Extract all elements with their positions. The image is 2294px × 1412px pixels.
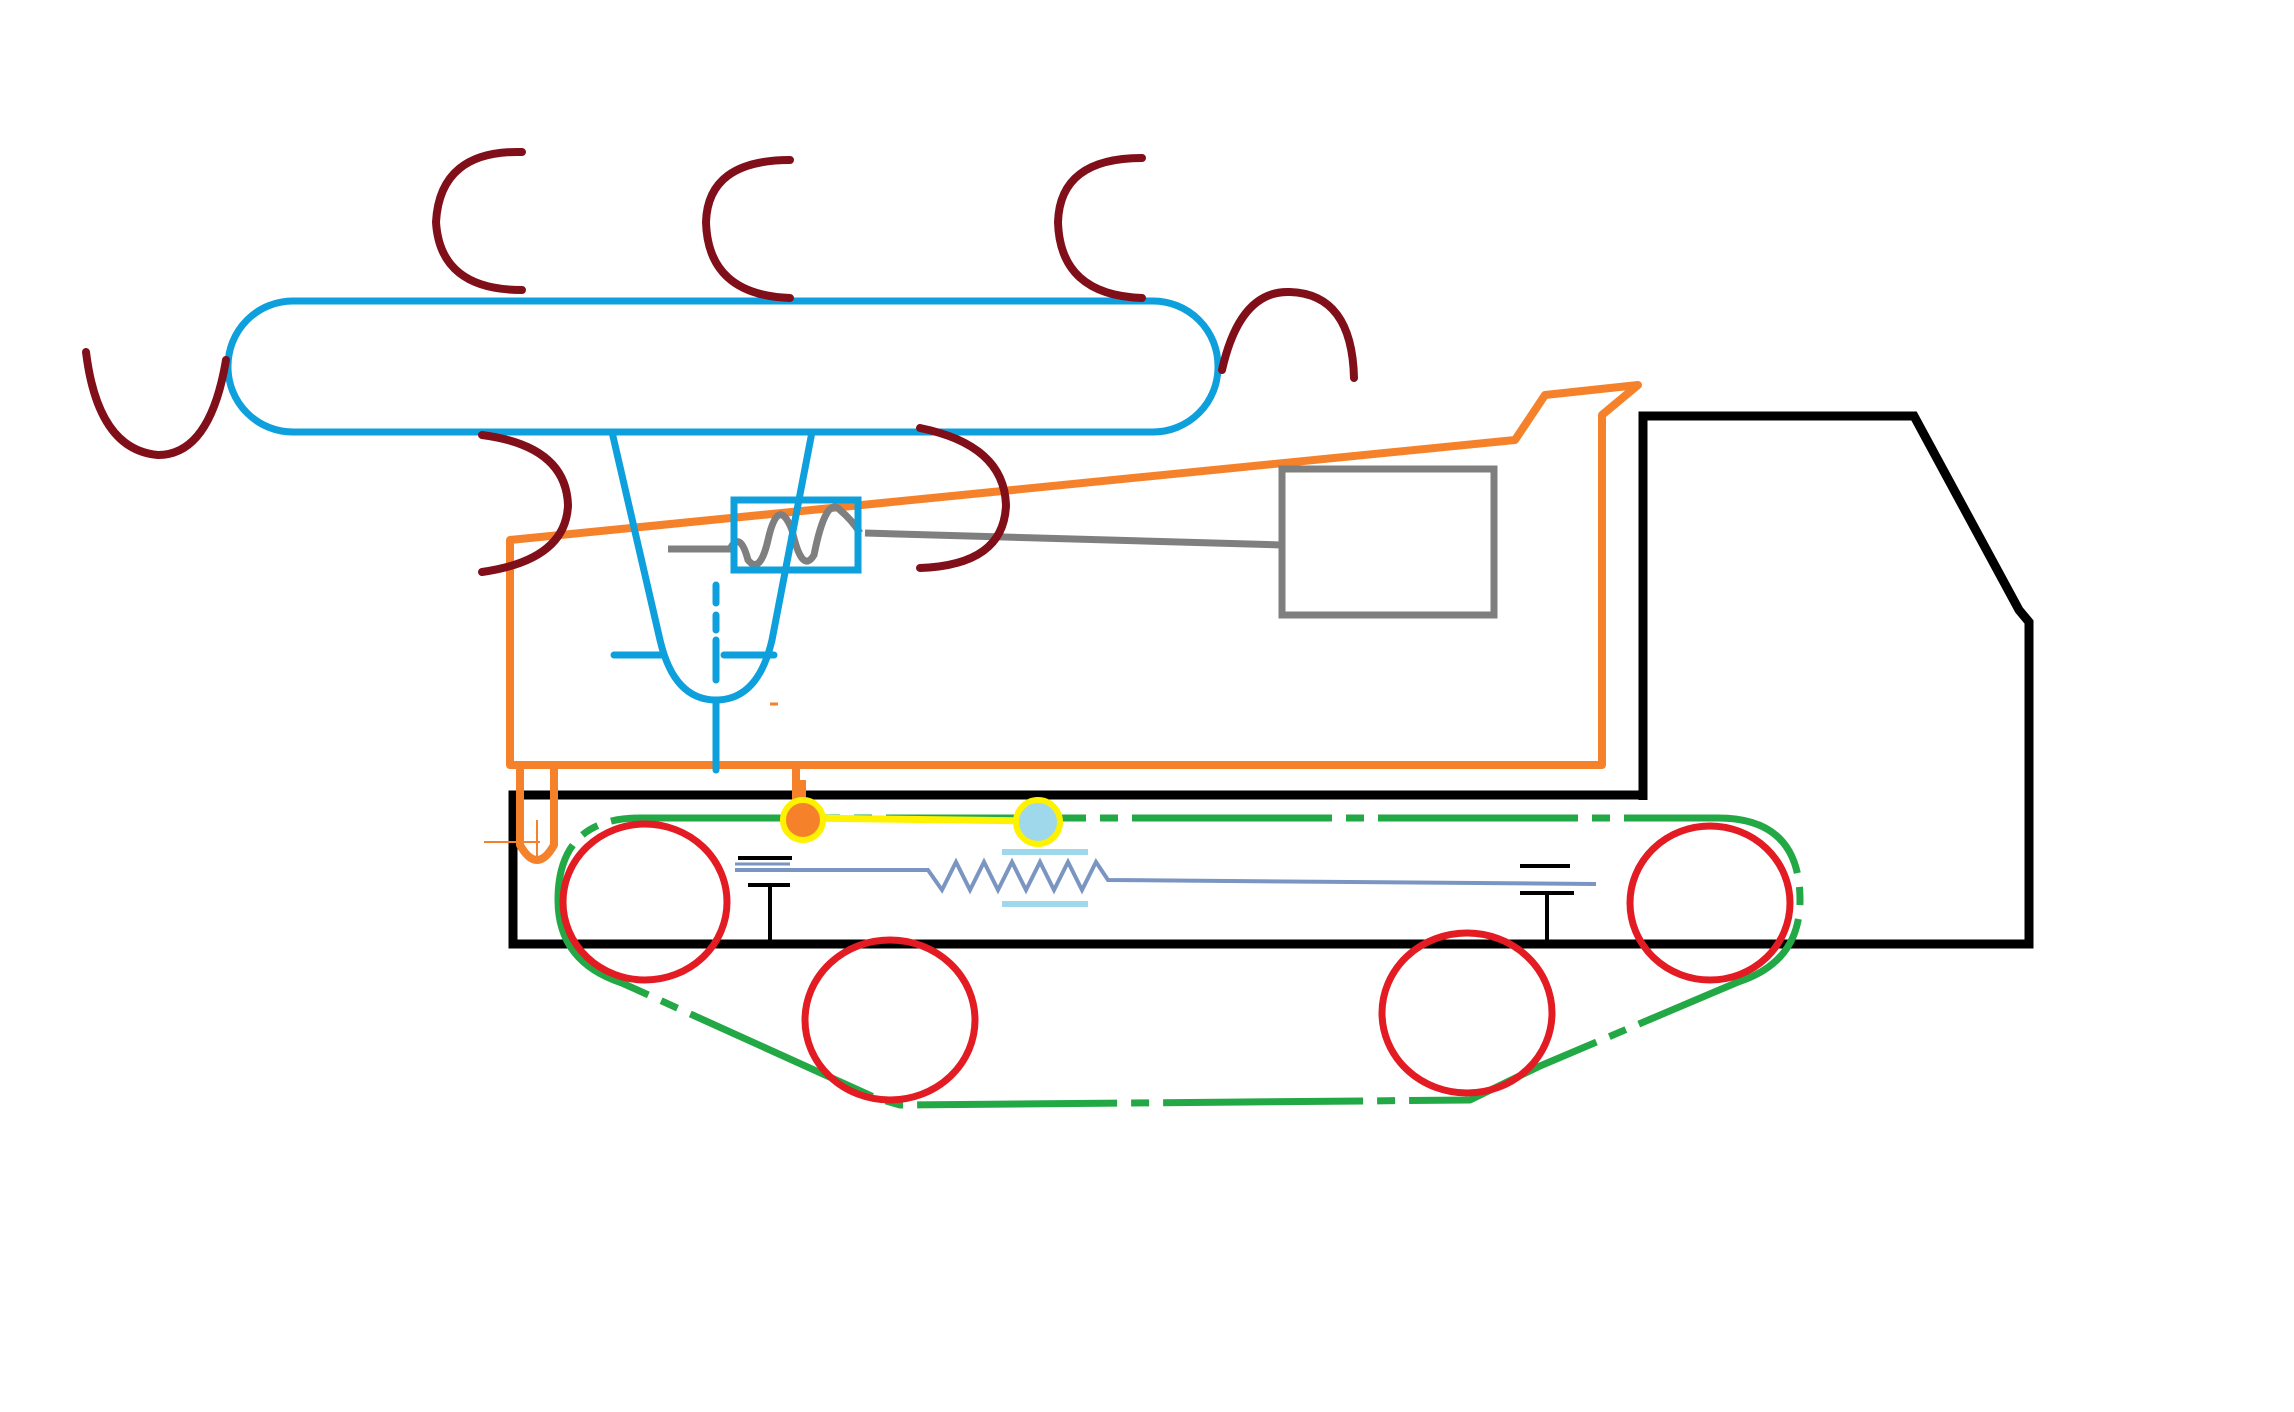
sweep-arc-5 — [82, 348, 230, 460]
sweep-arc-1 — [431, 147, 526, 294]
wheel-front-lower — [801, 936, 979, 1104]
gray-unit-connector — [864, 529, 1283, 549]
spring-coil — [735, 857, 1597, 895]
pivot-blue — [1013, 797, 1063, 847]
sweep-arc-6 — [478, 431, 573, 576]
post-symbols — [738, 856, 1574, 945]
wheel-rear-lower — [1378, 929, 1556, 1097]
linkage-bar — [802, 814, 1041, 825]
coupler-box — [730, 496, 862, 574]
truck-cab-outline — [508, 411, 2034, 949]
crawler-track — [554, 814, 1804, 1109]
dump-bed — [484, 381, 1642, 864]
sweep-arc-3 — [1053, 154, 1146, 302]
track-wheels — [559, 820, 1794, 1104]
gray-unit-box — [1278, 465, 1498, 619]
track-belt — [554, 814, 1804, 1109]
pivot-orange — [780, 797, 826, 843]
sweeping-arcs — [82, 147, 1358, 576]
truck-body — [508, 411, 2034, 949]
sweep-arc-2 — [701, 156, 794, 302]
wheel-rear-upper — [1626, 822, 1794, 984]
spring-linkage — [735, 780, 1597, 907]
elevated-conveyor — [224, 297, 1222, 436]
wheel-front-upper — [559, 820, 731, 984]
conveyor-support — [608, 428, 816, 704]
sweep-arc-4 — [1218, 287, 1358, 382]
dump-bed-outline — [506, 381, 1642, 769]
sweep-arc-7 — [916, 424, 1011, 572]
